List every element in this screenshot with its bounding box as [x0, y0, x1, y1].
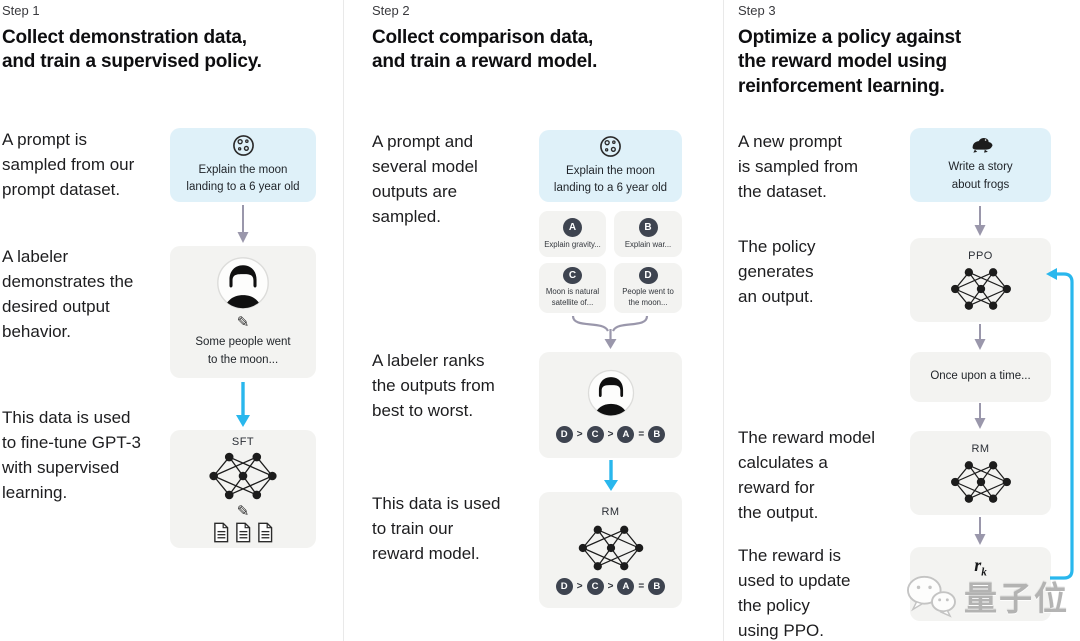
pencil-icon: ✎: [236, 314, 250, 332]
output-card-b: B Explain war...: [614, 211, 682, 257]
down-arrow-icon: [237, 205, 249, 243]
reward-symbol: r: [974, 555, 982, 575]
frog-icon: [972, 138, 992, 153]
rank-op: >: [607, 428, 614, 440]
step3-label: Step 3: [738, 3, 776, 18]
rank-badge: D: [555, 577, 573, 595]
labeler-avatar: [217, 257, 269, 310]
rank-op: >: [576, 580, 583, 592]
output-card-d: D People went to the moon...: [614, 263, 682, 313]
rank-badge: D: [555, 425, 573, 443]
step1-caption-finetune: This data is used to fine-tune GPT-3 wit…: [2, 408, 141, 502]
down-arrow-icon: [974, 403, 986, 429]
labeler-avatar: [587, 369, 634, 416]
rm-title: RM: [971, 442, 990, 455]
rank-badge: C: [586, 425, 604, 443]
reward-formula: rk: [974, 555, 987, 579]
blue-down-arrow-icon: [236, 382, 250, 427]
card-caption: People went to the moon...: [622, 287, 674, 308]
moon-icon: [600, 135, 621, 157]
document-icon: [236, 522, 251, 542]
rank-badge: B: [648, 425, 666, 443]
output-card-a: A Explain gravity...: [539, 211, 606, 257]
rank-op: >: [607, 580, 614, 592]
step3-output-text: Once upon a time...: [930, 370, 1031, 383]
ppo-title: PPO: [968, 249, 993, 262]
pencil-icon: ✎: [236, 502, 250, 520]
step2-prompt-text: Explain the moon landing to a 6 year old: [553, 164, 668, 194]
rank-op: =: [638, 580, 645, 592]
rank-badge: A: [617, 577, 635, 595]
neural-network-icon: [578, 525, 643, 570]
step2-caption-train: This data is used to train our reward mo…: [372, 494, 501, 563]
watermark-text: 量子位: [964, 580, 1069, 617]
watermark: 量子位: [903, 572, 1069, 620]
down-arrow-icon: [974, 206, 986, 236]
card-caption: Explain war...: [624, 239, 672, 249]
letter-badge: A: [563, 217, 582, 237]
rank-badge: C: [586, 577, 604, 595]
step2-label: Step 2: [372, 3, 410, 18]
step1-label: Step 1: [2, 3, 40, 18]
step2-rm-box: RM D > C > A = B: [539, 492, 682, 608]
rank-badge: B: [648, 577, 666, 595]
rank-badge: A: [617, 425, 635, 443]
step3-caption-reward-calc: The reward model calculates a reward for…: [738, 428, 876, 522]
step3-caption-sample: A new prompt is sampled from the dataset…: [738, 132, 858, 201]
rm-title: RM: [601, 505, 620, 518]
documents-row: [212, 522, 274, 543]
blue-down-arrow-icon: [604, 460, 618, 491]
down-arrow-icon: [974, 324, 986, 350]
step3-caption-ppo-update: The reward is used to update the policy …: [738, 546, 851, 640]
step1-labeler-box: ✎ Some people went to the moon...: [170, 246, 316, 378]
merge-connector-icon: [571, 315, 649, 349]
letter-badge: B: [638, 217, 658, 237]
step3-ppo-box: PPO: [910, 238, 1051, 322]
step1-prompt-text: Explain the moon landing to a 6 year old: [186, 163, 300, 193]
down-arrow-icon: [974, 517, 986, 545]
step2-caption-rank: A labeler ranks the outputs from best to…: [372, 351, 495, 420]
step3-prompt-text: Write a story about frogs: [948, 161, 1013, 191]
step2-title: Collect comparison data, and train a rew…: [372, 27, 598, 73]
wechat-icon: [907, 575, 956, 618]
step1-title: Collect demonstration data, and train a …: [2, 27, 262, 73]
card-caption: Explain gravity...: [544, 239, 601, 249]
step3-title: Optimize a policy against the reward mod…: [738, 27, 962, 97]
column-divider: [343, 0, 344, 641]
step1-caption-labeler: A labeler demonstrates the desired outpu…: [2, 247, 134, 341]
step3-rm-box: RM: [910, 431, 1051, 515]
rank-op: =: [638, 428, 645, 440]
step1-sft-box: SFT ✎: [170, 430, 316, 548]
step3-prompt-box: Write a story about frogs: [910, 128, 1051, 202]
ranking-row: D > C > A = B: [555, 577, 666, 595]
step3-caption-policy: The policy generates an output.: [738, 237, 816, 306]
document-icon: [214, 522, 229, 542]
reward-subscript: k: [981, 566, 987, 579]
rank-op: >: [576, 428, 583, 440]
feedback-loop-arrow: [1046, 268, 1074, 580]
neural-network-icon: [209, 452, 277, 499]
step1-labeler-text: Some people went to the moon...: [195, 336, 291, 366]
step1-caption-sample: A prompt is sampled from our prompt data…: [2, 130, 135, 199]
moon-icon: [232, 134, 254, 156]
step2-caption-sample: A prompt and several model outputs are s…: [372, 132, 478, 226]
step1-prompt-box: Explain the moon landing to a 6 year old: [170, 128, 316, 202]
ranking-row: D > C > A = B: [555, 425, 666, 443]
neural-network-icon: [950, 267, 1011, 310]
neural-network-icon: [950, 460, 1011, 503]
column-divider: [723, 0, 724, 641]
card-caption: Moon is natural satellite of...: [545, 287, 600, 308]
step3-output-box: Once upon a time...: [910, 352, 1051, 402]
document-icon: [258, 522, 273, 542]
step2-labeler-box: D > C > A = B: [539, 352, 682, 458]
sft-title: SFT: [231, 435, 255, 448]
letter-badge: C: [563, 267, 582, 285]
output-card-c: C Moon is natural satellite of...: [539, 263, 606, 313]
letter-badge: D: [638, 267, 658, 285]
step2-prompt-box: Explain the moon landing to a 6 year old: [539, 130, 682, 202]
